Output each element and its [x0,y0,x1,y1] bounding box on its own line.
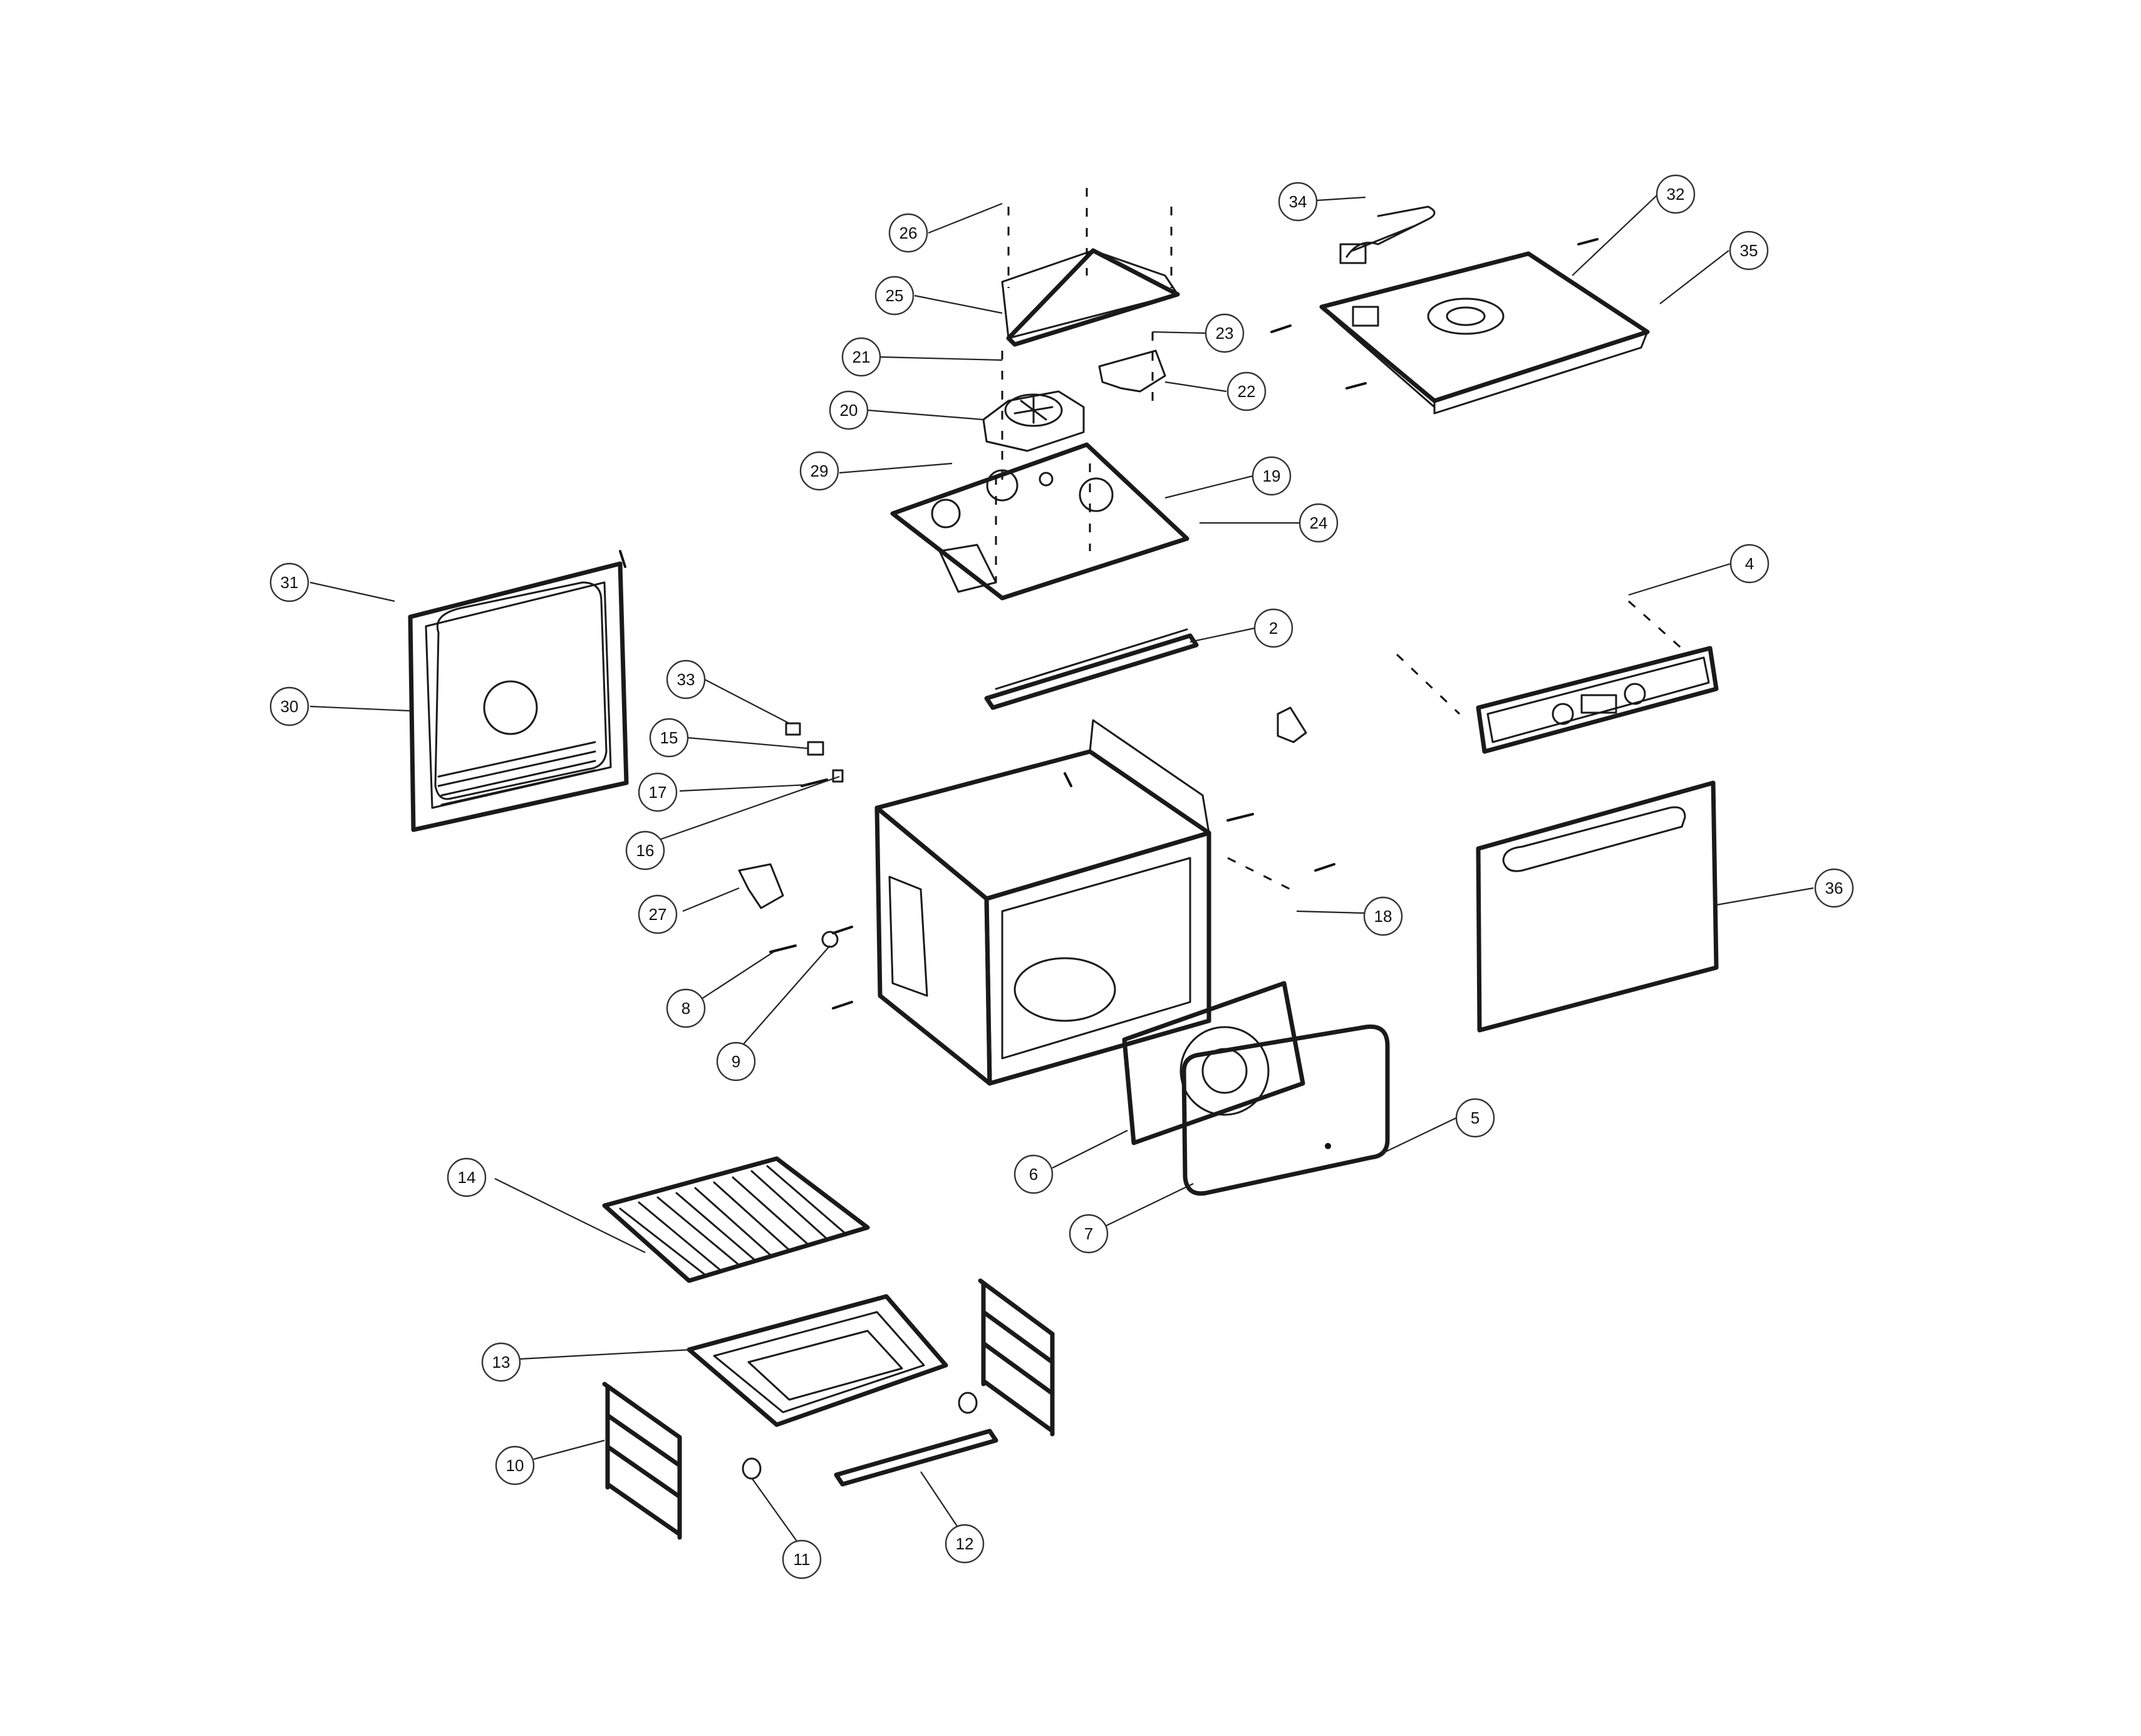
callout-label: 30 [281,697,299,716]
callout: 12 [945,1524,985,1564]
callout: 2 [1253,608,1293,648]
callout: 16 [625,830,665,871]
callout: 11 [782,1539,822,1579]
callout: 5 [1455,1098,1495,1138]
callout-label: 2 [1269,619,1278,638]
callout: 4 [1729,544,1770,584]
callout-label: 7 [1084,1224,1093,1243]
callout: 6 [1013,1154,1054,1194]
callout: 27 [638,894,678,934]
callout-label: 10 [506,1456,524,1475]
callout: 25 [874,276,915,316]
rear-panel [408,550,629,832]
feet-and-bottom-rail [742,1392,998,1487]
callout: 8 [666,988,706,1028]
callout: 7 [1069,1214,1109,1254]
side-runner-right [978,1278,1055,1437]
callout: 24 [1299,503,1339,543]
leader-lines [309,195,1814,1544]
callout: 34 [1278,182,1318,222]
callout-label: 27 [649,905,667,924]
callout-label: 23 [1216,324,1234,343]
callout-label: 36 [1825,879,1843,897]
callout: 23 [1205,313,1245,353]
side-rail [984,628,1199,710]
top-base-plate [890,442,1190,601]
callout: 17 [638,772,678,812]
callout: 18 [1363,896,1403,936]
fan-cover-bracket [1098,332,1166,401]
top-rear-cover [1270,238,1650,415]
callout-label: 33 [677,670,695,689]
callout-label: 24 [1310,514,1328,532]
callout: 35 [1729,230,1769,271]
callout: 33 [666,659,706,700]
callout-group: 2 4 5 6 7 8 9 10 11 12 13 14 15 16 17 18… [269,174,1854,1579]
callout-label: 21 [853,348,871,366]
callout-label: 5 [1471,1108,1480,1127]
callout-label: 25 [886,286,904,305]
callout: 30 [269,686,309,726]
callout-label: 17 [649,783,667,802]
callout: 36 [1814,868,1854,908]
callout: 22 [1226,371,1267,411]
callout-label: 34 [1289,192,1307,211]
wire-shelf [602,1156,870,1283]
callout: 31 [269,562,309,602]
small-parts [738,706,1307,953]
fan-cover-and-glass [1122,981,1390,1196]
callout: 9 [716,1041,756,1082]
fan-assembly [982,351,1085,488]
control-panel [1396,600,1719,754]
callout-label: 22 [1238,382,1256,401]
callout-label: 11 [794,1550,811,1569]
callout-label: 14 [458,1168,476,1187]
callout-label: 13 [492,1353,511,1372]
callout-label: 12 [956,1534,974,1553]
callout: 20 [829,390,869,430]
callout-label: 31 [281,573,299,592]
callout-label: 6 [1029,1165,1038,1184]
callout: 13 [481,1342,521,1382]
callout-label: 32 [1667,185,1685,204]
top-plate [1001,188,1180,347]
callout-label: 8 [682,999,690,1018]
callout-label: 16 [636,841,655,860]
oven-cavity [832,719,1335,1086]
callout-label: 19 [1263,467,1281,485]
callout: 21 [841,337,881,377]
callout-label: 35 [1740,241,1758,260]
callout: 14 [447,1157,487,1197]
callout: 26 [888,213,928,253]
callout-label: 4 [1745,554,1754,573]
callout: 32 [1656,174,1696,214]
callout-label: 15 [660,728,678,747]
callout: 29 [799,451,839,491]
oven-door [1476,780,1719,1033]
callout-label: 18 [1374,907,1392,926]
callout-label: 29 [811,462,829,480]
callout: 15 [649,718,689,758]
callout-label: 20 [840,401,858,420]
callout: 19 [1252,456,1292,496]
callout-label: 26 [899,224,918,242]
callout: 10 [495,1445,535,1485]
baking-tray [687,1294,948,1427]
side-runner-left [602,1382,682,1540]
heating-element [1339,205,1436,264]
callout-label: 9 [732,1052,740,1071]
